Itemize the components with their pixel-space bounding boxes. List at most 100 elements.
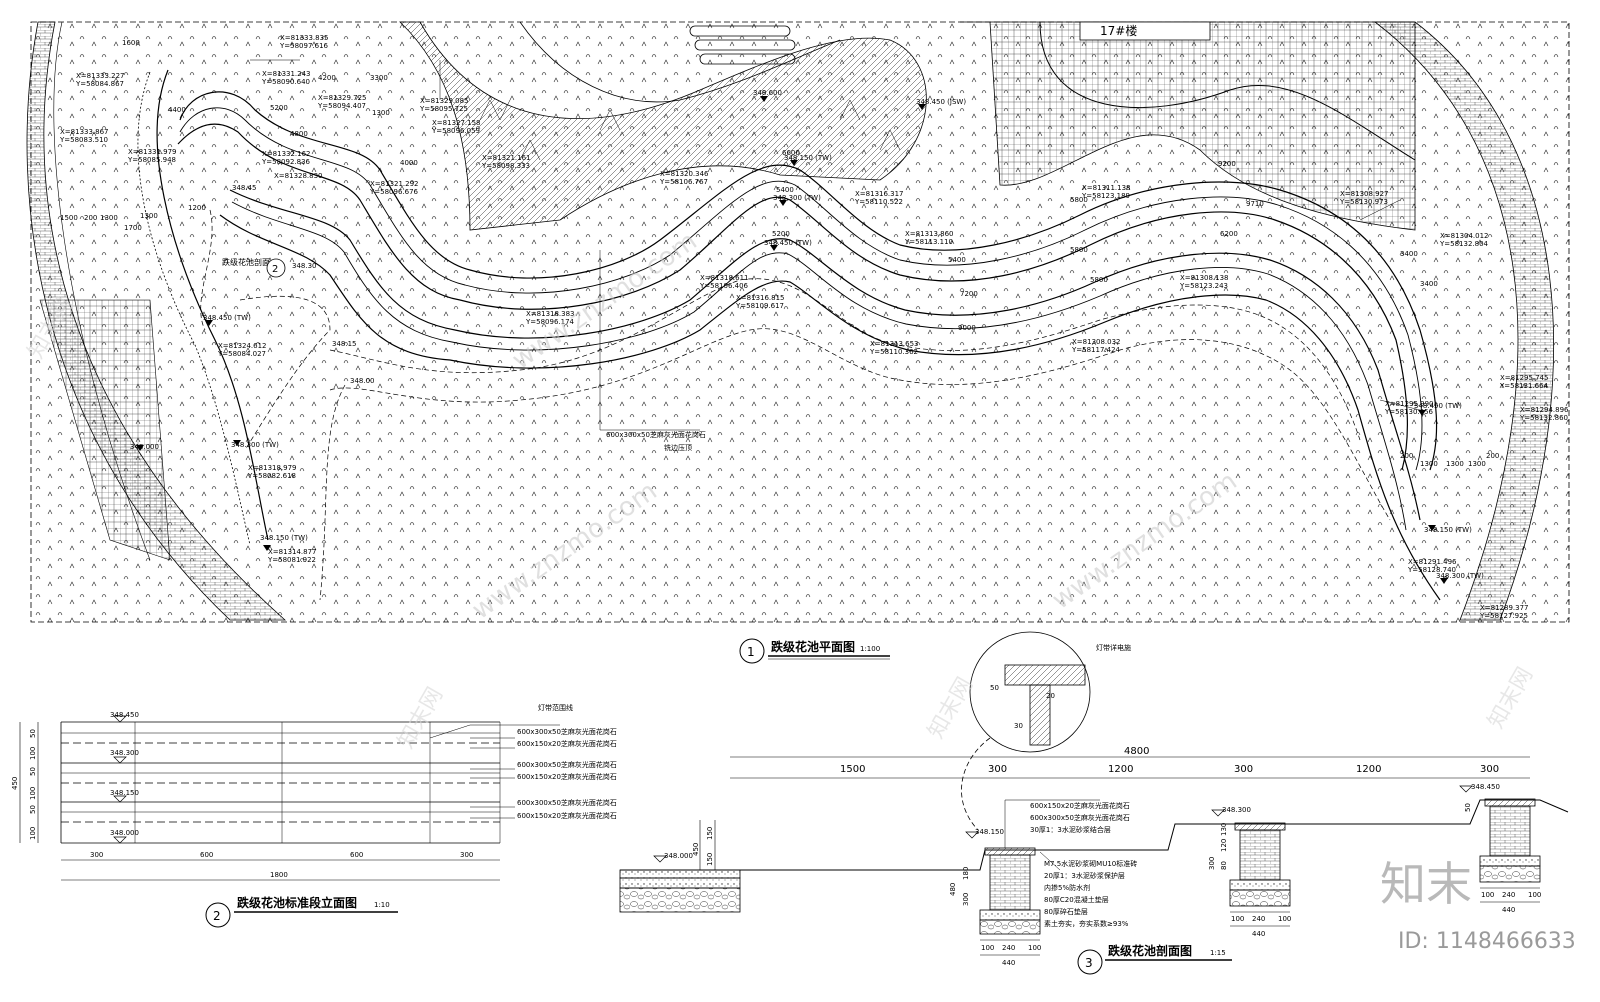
dimension: 4200	[318, 74, 336, 82]
dimension: 200	[1400, 452, 1413, 460]
coord-label: X=81291.496	[1408, 558, 1457, 566]
section-level: 348.300	[1222, 806, 1251, 814]
building-17-area	[960, 21, 1416, 231]
coord-label: X=81313.653	[870, 340, 919, 348]
elevation-level: 348.150	[110, 789, 139, 797]
section-ref-circle	[266, 258, 286, 278]
coord-label: Y=58084.867	[75, 80, 124, 88]
layer-label: M7.5水泥砂浆砌MU10标准砖	[1044, 859, 1137, 868]
coord-label: X=81316.317	[855, 190, 904, 198]
plan-number: 1	[747, 645, 755, 659]
coord-label: X=81333.227	[76, 72, 125, 80]
dimension: 50	[29, 805, 37, 814]
coord-label: X=81313.860	[905, 230, 954, 238]
section-ref-number: 2	[272, 264, 278, 275]
plaza-texture	[479, 99, 901, 161]
right-paving-band	[1373, 21, 1554, 621]
coord-label: X=81329.725	[318, 94, 367, 102]
material-note-2: 铣边压顶	[664, 443, 692, 452]
dimension: 100	[1028, 944, 1041, 952]
coord-label: X=81308.927	[1340, 190, 1389, 198]
elevation-level: 348.000	[110, 829, 139, 837]
dimension: 440	[1002, 959, 1015, 967]
coord-label: X=81320.346	[660, 170, 709, 178]
coord-label: X=81308.138	[1180, 274, 1229, 282]
watermark-brand: 知末网	[924, 673, 979, 743]
dimension: 300	[90, 851, 103, 859]
dimension: 6600	[782, 149, 800, 157]
dimension: 480	[949, 883, 957, 896]
elevation-label: 348.150 (TW)	[260, 534, 308, 542]
plan-view: 17#楼	[26, 21, 1570, 623]
plan-title-block: 1 跌级花池平面图 1:100	[739, 638, 890, 664]
upper-hatched-plaza	[399, 21, 927, 231]
dimension: 1600	[122, 39, 140, 47]
dimension: 150	[706, 827, 714, 840]
section-number-circle	[1077, 949, 1103, 975]
leader-lines	[250, 59, 1421, 431]
coord-label: Y=58113.110	[904, 238, 953, 246]
coord-label: Y=58106.406	[699, 282, 749, 290]
dimension: 5200	[772, 230, 790, 238]
coord-label: Y=58109.617	[735, 302, 784, 310]
elevation-level: 348.450	[110, 711, 139, 719]
dimension: 5800	[1070, 246, 1088, 254]
elevation-label: 348.15	[332, 340, 357, 348]
dimension: 300	[962, 893, 970, 906]
coord-label: X=81294.896	[1520, 406, 1569, 414]
elevation-label: 348.150 (TW)	[784, 154, 832, 162]
dimension: 100	[981, 944, 994, 952]
coord-label: X=81318.611	[700, 274, 749, 282]
elevation-label: 348.30	[292, 262, 317, 270]
coord-label: Y=58083.510	[59, 136, 108, 144]
dimension: 1500	[840, 764, 865, 775]
coord-label: Y=58123.189	[1081, 192, 1130, 200]
dimension: 1500	[60, 214, 78, 222]
image-id: ID: 1148466633	[1398, 929, 1576, 954]
section-title: 跌级花池剖面图	[1108, 943, 1192, 958]
dimension: 600	[200, 851, 213, 859]
dimension: 300	[1480, 764, 1499, 775]
material-note: 600x300x50芝麻灰光面花岗石	[606, 430, 706, 439]
coord-label: X=81332.162	[262, 150, 311, 158]
dimension: 100	[1528, 891, 1541, 899]
coord-label: Y=58098.333	[481, 162, 530, 170]
elevation-label: 348.300 (TW)	[773, 194, 821, 202]
coord-label: Y=58096.174	[525, 318, 575, 326]
dimension: 240	[1252, 915, 1265, 923]
coord-label: Y=58123.243	[1179, 282, 1228, 290]
coord-label: X=81327.158	[432, 119, 481, 127]
dimension: 300	[460, 851, 473, 859]
coord-label: Y=58096.059	[431, 127, 480, 135]
coord-label: X=81289.377	[1480, 604, 1529, 612]
dimension: 300	[1208, 857, 1216, 870]
dimension: 1300	[140, 212, 158, 220]
dimension: 4400	[168, 106, 186, 114]
coord-label: X=81328.830	[274, 172, 323, 180]
coord-label: Y=58128.740	[1407, 566, 1456, 574]
coord-label: Y=58106.767	[659, 178, 708, 186]
elevation-label: 348.300 (TW)	[1436, 572, 1484, 580]
dimension: 440	[1502, 906, 1515, 914]
coord-label: Y=58096.676	[369, 188, 419, 196]
detail-label: 灯带详电施	[1096, 643, 1131, 652]
coord-label: X=81316.815	[736, 294, 785, 302]
coord-label: Y=58130.056	[1384, 408, 1434, 416]
dimension: 3400	[1420, 280, 1438, 288]
dimension: 300	[988, 764, 1007, 775]
dimension: 5800	[1090, 276, 1108, 284]
material-label: 600x150x20芝麻灰光面花岗石	[517, 739, 617, 748]
contour-lines	[200, 209, 1391, 601]
section-scale: 1:15	[1210, 949, 1226, 957]
material-label: 600x300x50芝麻灰光面花岗石	[517, 727, 617, 736]
dimension: 5400	[776, 186, 794, 194]
coord-label: X=81333.867	[60, 128, 109, 136]
section-level: 348.150	[975, 828, 1004, 836]
coord-label: Y=58110.522	[854, 198, 903, 206]
dimension: 5400	[948, 256, 966, 264]
dimension: 120	[1220, 839, 1228, 852]
elevation-title: 跌级花池标准段立面图	[237, 895, 357, 910]
coord-label: Y=58092.836	[261, 158, 311, 166]
coord-label: X=81308.032	[1072, 338, 1121, 346]
